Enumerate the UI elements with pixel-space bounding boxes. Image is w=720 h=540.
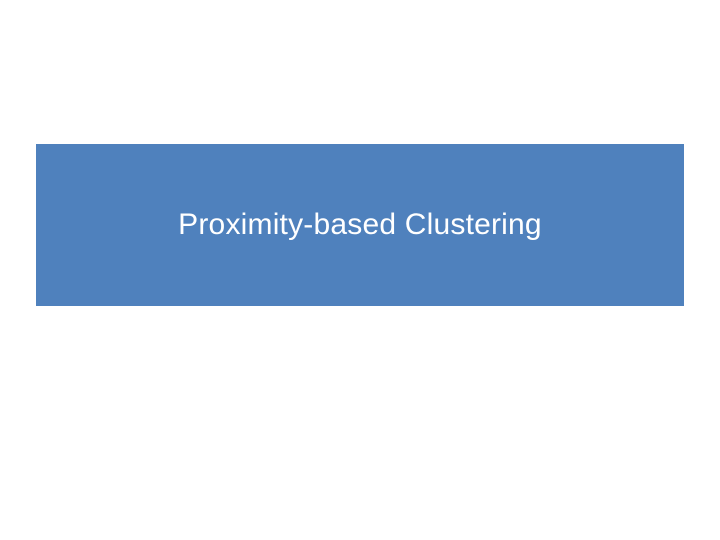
slide-title: Proximity-based Clustering [178, 208, 542, 241]
title-box: Proximity-based Clustering [36, 144, 684, 306]
